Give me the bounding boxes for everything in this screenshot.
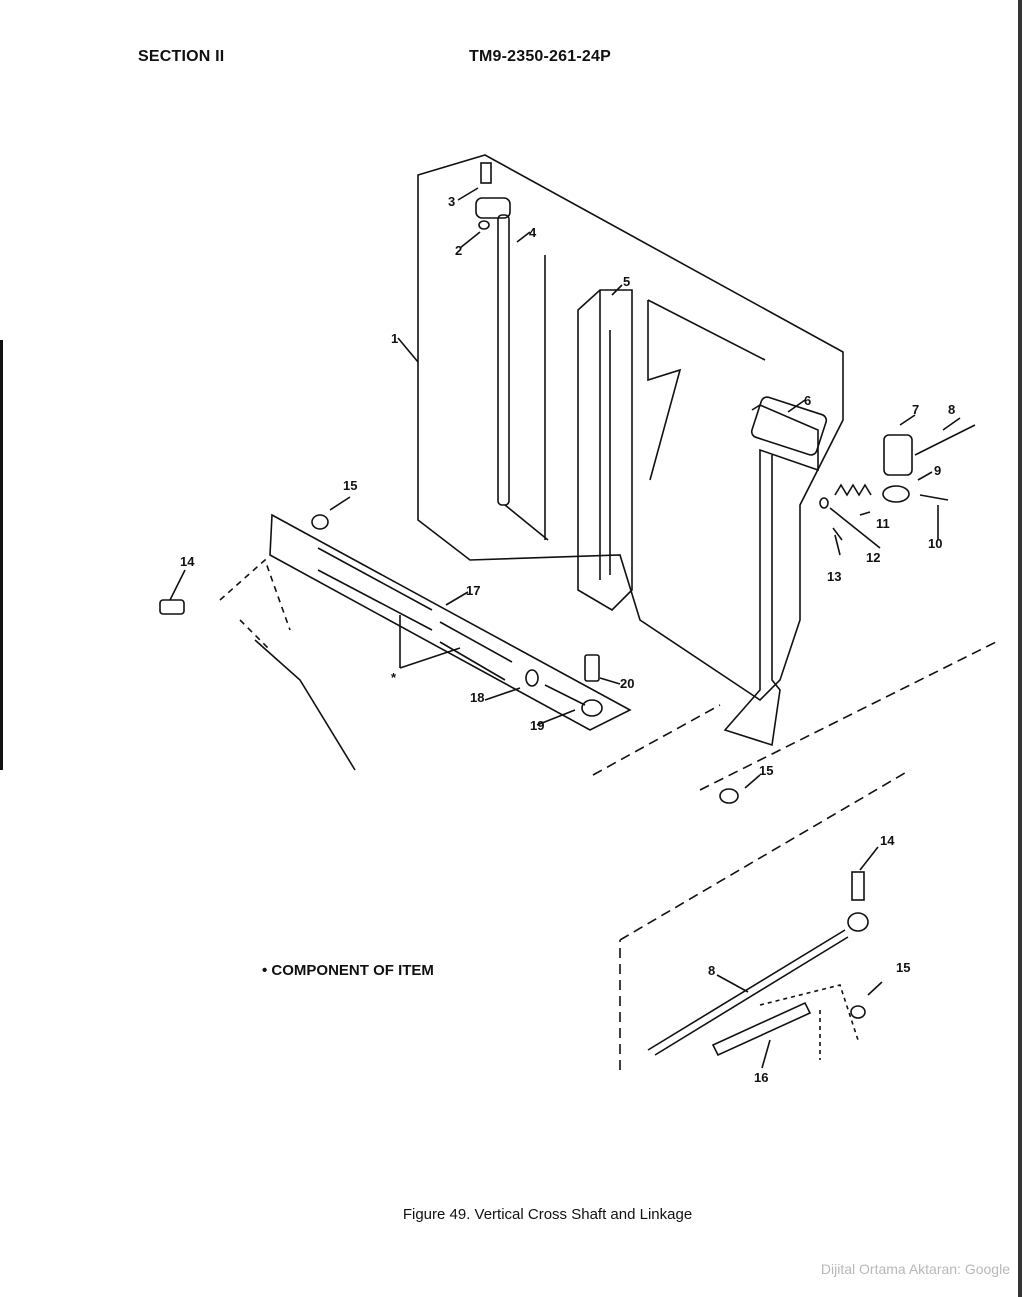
nut-12 [819,497,829,509]
callout-14-left: 14 [180,554,195,569]
callout-4: 4 [529,225,537,240]
component-note: • COMPONENT OF ITEM [262,962,434,979]
callout-10: 10 [928,536,942,551]
manual-number: TM9-2350-261-24P [469,48,611,65]
washer-9 [882,485,910,503]
lever-arm-left [254,639,356,771]
bolt-20 [584,654,600,682]
callout-16: 16 [754,1070,768,1085]
rod-end-19 [544,684,586,706]
section-label: SECTION II [138,48,225,65]
inset-rod-end [847,912,869,932]
callout-7: 7 [912,402,919,417]
callout-9: 9 [934,463,941,478]
callout-17: 17 [466,583,480,598]
watermark: Dijital Ortama Aktaran: Google [820,1261,1010,1277]
callout-6: 6 [804,393,811,408]
inset-bolt-14 [851,871,865,901]
scan-edge-left [0,340,3,770]
washer-2 [478,220,490,230]
callout-18: 18 [470,690,484,705]
callout-20: 20 [620,676,634,691]
scan-edge-right [1018,0,1022,1297]
callout-14-inset: 14 [880,833,895,848]
asterisk-marker: * [391,670,397,685]
pin-rod-8 [914,424,976,456]
callout-13: 13 [827,569,841,584]
callout-2: 2 [455,243,462,258]
vertical-rod [497,214,510,506]
crank-shaft [723,404,819,747]
callout-15-bottom: 15 [759,763,773,778]
crank-arm [750,396,828,456]
callout-3: 3 [448,194,455,209]
rod-cap-plate [475,197,511,219]
cap-bolt [480,162,492,184]
spring-11 [834,483,872,497]
cotter-pin-13 [832,527,843,541]
bracket-outline [417,154,844,702]
nut-15-bottom [719,788,739,804]
callout-11: 11 [876,516,890,531]
nut-15-top [311,514,329,530]
linkage-tube [269,513,632,731]
callout-15-inset: 15 [896,960,910,975]
callout-8-inset: 8 [708,963,715,978]
inset-plate-16 [711,1001,812,1057]
callout-1: 1 [391,331,398,346]
callout-15-top: 15 [343,478,357,493]
figure-caption: Figure 49. Vertical Cross Shaft and Link… [402,1206,693,1223]
callout-12: 12 [866,550,880,565]
channel-bracket [577,289,633,612]
cotter-pin-10 [919,494,949,501]
bolt-14-left [159,599,185,615]
inset-link-rod [647,929,849,1056]
inset-nut-15 [850,1005,866,1019]
callout-19: 19 [530,718,544,733]
nut-18 [525,669,539,687]
callout-8: 8 [948,402,955,417]
callout-5: 5 [623,274,630,289]
clevis-pin [883,434,913,476]
